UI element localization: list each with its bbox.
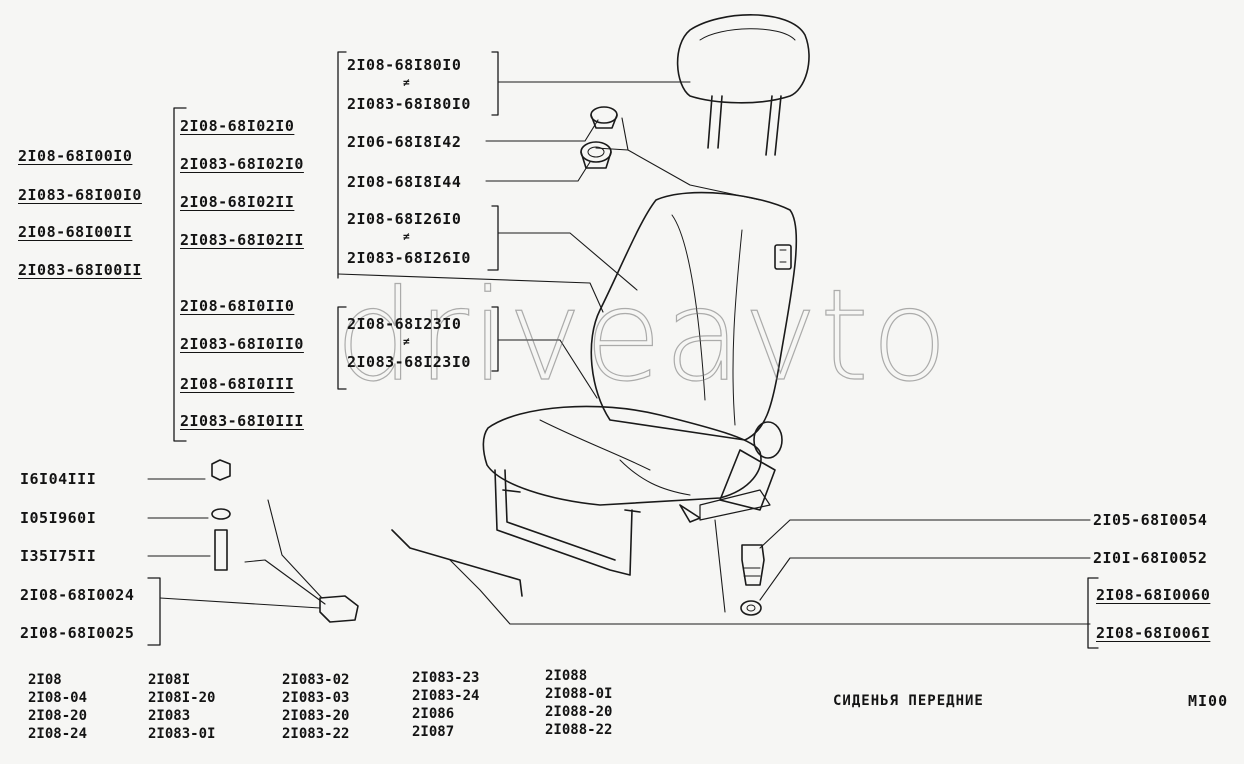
seat-back-part bbox=[590, 191, 798, 441]
model-code: 2I087 bbox=[412, 724, 455, 740]
part-number-bolt: 2I05-68I0054 bbox=[1093, 511, 1208, 529]
model-code: 2I083-22 bbox=[282, 726, 350, 742]
model-code: 2I083-02 bbox=[282, 672, 350, 688]
not-equal-mark: ≠ bbox=[403, 76, 410, 89]
model-code: 2I08-24 bbox=[28, 726, 88, 742]
diagram-title: СИДЕНЬЯ ПЕРЕДНИЕ bbox=[833, 693, 984, 709]
part-number-washer: 2I0I-68I0052 bbox=[1093, 549, 1208, 567]
model-code: 2I08-20 bbox=[28, 708, 88, 724]
model-code: 2I08I bbox=[148, 672, 191, 688]
sheet-code: MI00 bbox=[1188, 692, 1229, 710]
model-code: 2I08I-20 bbox=[148, 690, 216, 706]
part-number-sleeve: I35I75II bbox=[20, 547, 97, 565]
model-code: 2I088 bbox=[545, 668, 588, 684]
brackets bbox=[147, 51, 1099, 649]
model-code: 2I088-22 bbox=[545, 722, 613, 738]
model-code: 2I086 bbox=[412, 706, 455, 722]
leader-lines bbox=[147, 81, 1091, 625]
seat-frame-part bbox=[494, 469, 701, 576]
part-number-headrest: 2I08-68I80I0 bbox=[347, 56, 462, 74]
model-code: 2I083-03 bbox=[282, 690, 350, 706]
part-number-rod: 2I08-68I0060 bbox=[1096, 586, 1211, 604]
part-number-seat-back: 2I08-68I02II bbox=[180, 193, 295, 211]
plug-parts bbox=[580, 106, 618, 169]
part-number-seat-assembly: 2I08-68I00I0 bbox=[18, 147, 133, 165]
headrest-part bbox=[676, 14, 810, 156]
part-number-seat-assembly: 2I08-68I00II bbox=[18, 223, 133, 241]
model-code: 2I083-24 bbox=[412, 688, 480, 704]
model-code: 2I08-04 bbox=[28, 690, 88, 706]
part-number-plug: 2I08-68I8I44 bbox=[347, 173, 462, 191]
part-number-backrest-trim: 2I083-68I26I0 bbox=[347, 249, 471, 267]
model-code: 2I083-23 bbox=[412, 670, 480, 686]
bolt-part bbox=[740, 544, 765, 616]
part-number-cushion-trim: 2I083-68I23I0 bbox=[347, 353, 471, 371]
model-code: 2I088-20 bbox=[545, 704, 613, 720]
not-equal-mark: ≠ bbox=[403, 335, 410, 348]
not-equal-mark: ≠ bbox=[403, 230, 410, 243]
part-number-nut: I6I04III bbox=[20, 470, 97, 488]
seat-cushion-part bbox=[482, 405, 783, 521]
small-fasteners bbox=[211, 459, 359, 623]
part-number-seat-back: 2I083-68I0III bbox=[180, 412, 304, 430]
part-number-seat-back: 2I08-68I0III bbox=[180, 375, 295, 393]
rod-part bbox=[391, 529, 523, 597]
model-code: 2I08 bbox=[28, 672, 62, 688]
part-number-seat-back: 2I083-68I02II bbox=[180, 231, 304, 249]
part-number-seat-assembly: 2I083-68I00I0 bbox=[18, 186, 142, 204]
part-number-clamp: 2I08-68I0024 bbox=[20, 586, 135, 604]
part-number-rod: 2I08-68I006I bbox=[1096, 624, 1211, 642]
part-number-backrest-trim: 2I08-68I26I0 bbox=[347, 210, 462, 228]
model-code: 2I088-0I bbox=[545, 686, 613, 702]
part-number-cushion-trim: 2I08-68I23I0 bbox=[347, 315, 462, 333]
part-number-headrest: 2I083-68I80I0 bbox=[347, 95, 471, 113]
part-number-seat-assembly: 2I083-68I00II bbox=[18, 261, 142, 279]
model-code: 2I083-20 bbox=[282, 708, 350, 724]
part-number-plug: 2I06-68I8I42 bbox=[347, 133, 462, 151]
part-number-clamp: 2I08-68I0025 bbox=[20, 624, 135, 642]
part-number-seat-back: 2I08-68I0II0 bbox=[180, 297, 295, 315]
part-number-washer: I05I960I bbox=[20, 509, 97, 527]
part-number-seat-back: 2I083-68I0II0 bbox=[180, 335, 304, 353]
model-code: 2I083 bbox=[148, 708, 191, 724]
model-code: 2I083-0I bbox=[148, 726, 216, 742]
part-number-seat-back: 2I08-68I02I0 bbox=[180, 117, 295, 135]
part-number-seat-back: 2I083-68I02I0 bbox=[180, 155, 304, 173]
